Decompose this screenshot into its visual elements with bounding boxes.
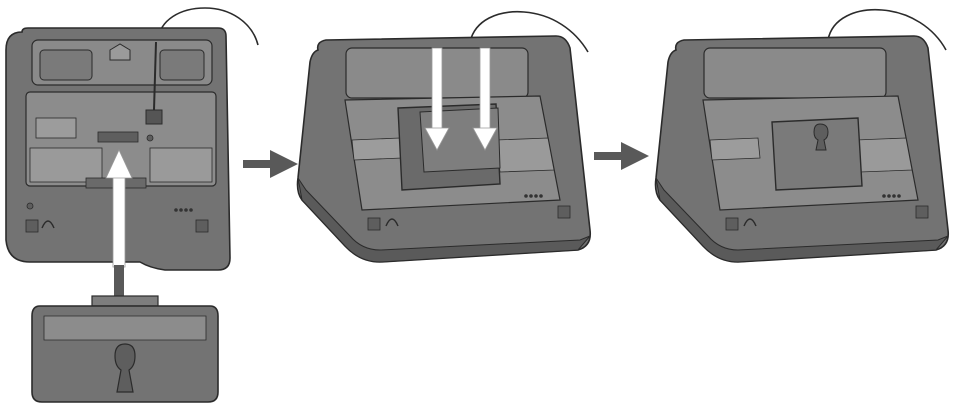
foot-right <box>196 220 208 232</box>
step-1-telephone-base <box>6 8 258 270</box>
step-3-telephone-base <box>656 10 949 262</box>
foot-left <box>368 218 380 230</box>
foot-left <box>726 218 738 230</box>
phone-jack <box>146 110 162 124</box>
label-area <box>710 138 760 160</box>
foot-hole <box>27 203 33 209</box>
bracket-stem <box>114 265 124 297</box>
panel-recess-right <box>856 138 912 172</box>
right-arrow-icon <box>594 142 649 170</box>
panel-recess-right <box>150 148 212 182</box>
panel-recess-right <box>496 138 554 172</box>
panel-recess-left <box>30 148 102 182</box>
label-area <box>36 118 76 138</box>
label-area <box>352 138 402 160</box>
right-arrow-icon <box>243 150 298 178</box>
hinge-right <box>160 50 204 80</box>
hinge-band <box>704 48 886 98</box>
hinge-left <box>40 50 92 80</box>
foot-left <box>26 220 38 232</box>
bracket-slot <box>98 132 138 142</box>
keyhole-icon <box>115 344 135 392</box>
wall-mount-bracket <box>32 296 218 402</box>
foot-right <box>558 206 570 218</box>
screw-hole <box>147 135 153 141</box>
foot-right <box>916 206 928 218</box>
